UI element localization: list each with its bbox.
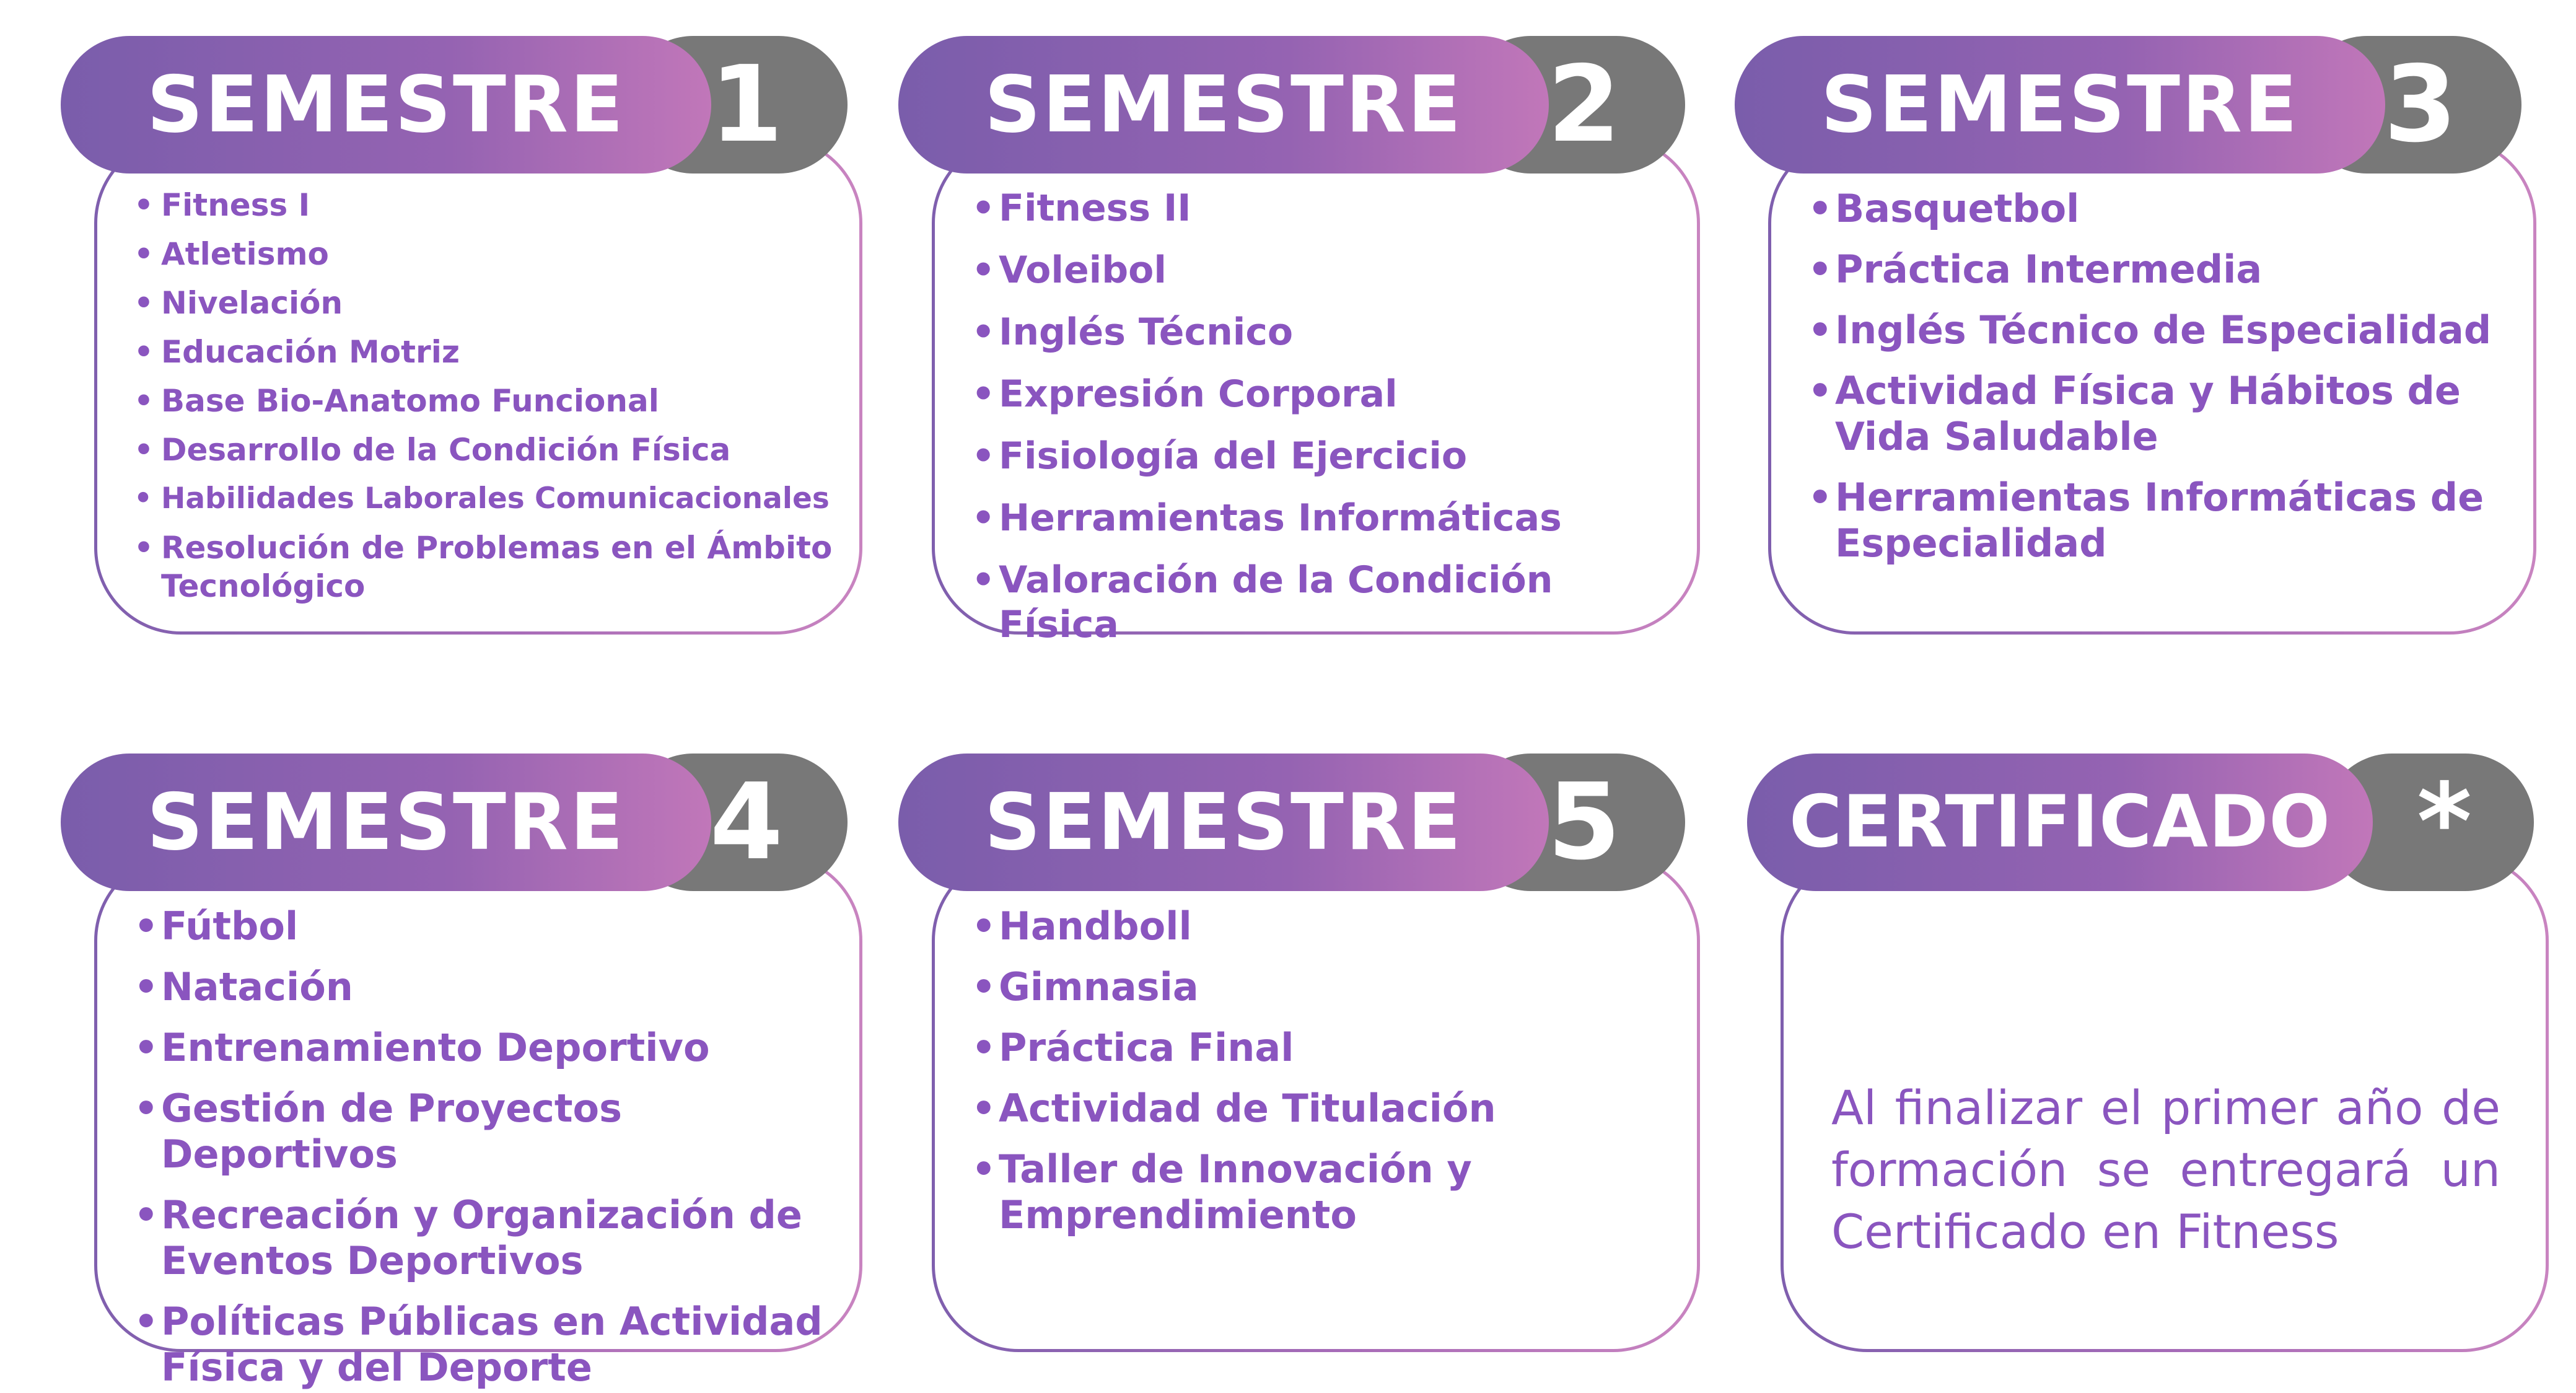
semester-card-4-header: 4 SEMESTRE bbox=[61, 754, 848, 891]
semester-course-list-4: Fútbol Natación Entrenamiento Deportivo … bbox=[134, 903, 846, 1393]
semester-title: SEMESTRE bbox=[146, 776, 626, 868]
course-item: Fitness II bbox=[971, 186, 1684, 231]
course-item: Valoración de la Condición Física bbox=[971, 558, 1684, 647]
semester-card-2: 2 SEMESTRE Fitness II Voleibol Inglés Té… bbox=[867, 0, 1722, 646]
course-item: Fisiología del Ejercicio bbox=[971, 434, 1684, 478]
semester-number: 1 bbox=[709, 43, 783, 166]
semester-card-1-header: 1 SEMESTRE bbox=[61, 36, 848, 174]
course-item: Voleibol bbox=[971, 248, 1684, 292]
semester-title: SEMESTRE bbox=[146, 59, 626, 150]
semester-number: 3 bbox=[2383, 43, 2457, 166]
semester-card-3: 3 SEMESTRE Basquetbol Práctica Intermedi… bbox=[1704, 0, 2559, 638]
course-item: Resolución de Problemas en el Ámbito Tec… bbox=[134, 529, 846, 605]
semester-course-list-5: Handboll Gimnasia Práctica Final Activid… bbox=[971, 903, 1684, 1253]
course-item: Recreación y Organización de Eventos Dep… bbox=[134, 1192, 846, 1284]
semester-title: SEMESTRE bbox=[984, 776, 1463, 868]
course-item: Basquetbol bbox=[1808, 186, 2520, 232]
semester-title-pill-2: SEMESTRE bbox=[898, 36, 1549, 174]
course-item: Educación Motriz bbox=[134, 333, 846, 371]
semester-card-4: 4 SEMESTRE Fútbol Natación Entrenamiento… bbox=[30, 718, 885, 1390]
course-item: Actividad Física y Hábitos de Vida Salud… bbox=[1808, 368, 2520, 460]
course-item: Herramientas Informáticas bbox=[971, 496, 1684, 540]
course-item: Actividad de Titulación bbox=[971, 1086, 1684, 1132]
semester-title-pill-3: SEMESTRE bbox=[1735, 36, 2385, 174]
semester-number: 5 bbox=[1547, 761, 1621, 884]
semester-number: 2 bbox=[1547, 43, 1621, 166]
course-item: Fitness I bbox=[134, 186, 846, 224]
certificate-card: * CERTIFICADO Al finalizar el primer año… bbox=[1716, 718, 2571, 1356]
semester-card-5: 5 SEMESTRE Handboll Gimnasia Práctica Fi… bbox=[867, 718, 1722, 1356]
semester-course-list-2: Fitness II Voleibol Inglés Técnico Expre… bbox=[971, 186, 1684, 664]
course-item: Desarrollo de la Condición Física bbox=[134, 431, 846, 469]
course-item: Natación bbox=[134, 964, 846, 1010]
course-item: Práctica Final bbox=[971, 1025, 1684, 1071]
semester-title: SEMESTRE bbox=[984, 59, 1463, 150]
semester-number: 4 bbox=[709, 761, 783, 884]
course-item: Herramientas Informáticas de Especialida… bbox=[1808, 475, 2520, 566]
course-item: Gestión de Proyectos Deportivos bbox=[134, 1086, 846, 1177]
course-item: Políticas Públicas en Actividad Física y… bbox=[134, 1299, 846, 1391]
semester-title-pill-1: SEMESTRE bbox=[61, 36, 711, 174]
certificate-title-pill: CERTIFICADO bbox=[1747, 754, 2373, 891]
semester-title: SEMESTRE bbox=[1820, 59, 2300, 150]
semester-card-3-header: 3 SEMESTRE bbox=[1735, 36, 2521, 174]
semester-card-1: 1 SEMESTRE Fitness I Atletismo Nivelació… bbox=[30, 0, 885, 638]
course-item: Inglés Técnico bbox=[971, 310, 1684, 354]
course-item: Entrenamiento Deportivo bbox=[134, 1025, 846, 1071]
certificate-card-header: * CERTIFICADO bbox=[1747, 754, 2534, 891]
course-item: Expresión Corporal bbox=[971, 372, 1684, 416]
course-item: Handboll bbox=[971, 903, 1684, 949]
asterisk-icon: * bbox=[2417, 761, 2472, 884]
course-item: Práctica Intermedia bbox=[1808, 247, 2520, 292]
course-item: Fútbol bbox=[134, 903, 846, 949]
course-item: Nivelación bbox=[134, 284, 846, 322]
semester-course-list-3: Basquetbol Práctica Intermedia Inglés Té… bbox=[1808, 186, 2520, 581]
certificate-card-box bbox=[1781, 854, 2549, 1352]
course-item: Atletismo bbox=[134, 235, 846, 273]
semester-card-2-header: 2 SEMESTRE bbox=[898, 36, 1685, 174]
course-item: Gimnasia bbox=[971, 964, 1684, 1010]
certificate-title: CERTIFICADO bbox=[1789, 780, 2331, 864]
course-item: Habilidades Laborales Comunicacionales bbox=[134, 480, 846, 518]
course-item: Base Bio-Anatomo Funcional bbox=[134, 382, 846, 420]
course-item: Taller de Innovación y Emprendimiento bbox=[971, 1146, 1684, 1238]
semester-title-pill-5: SEMESTRE bbox=[898, 754, 1549, 891]
course-item: Inglés Técnico de Especialidad bbox=[1808, 307, 2520, 353]
certificate-description: Al finalizar el primer año de formación … bbox=[1831, 1080, 2500, 1259]
semester-title-pill-4: SEMESTRE bbox=[61, 754, 711, 891]
semester-course-list-1: Fitness I Atletismo Nivelación Educación… bbox=[134, 186, 846, 616]
semester-card-5-header: 5 SEMESTRE bbox=[898, 754, 1685, 891]
